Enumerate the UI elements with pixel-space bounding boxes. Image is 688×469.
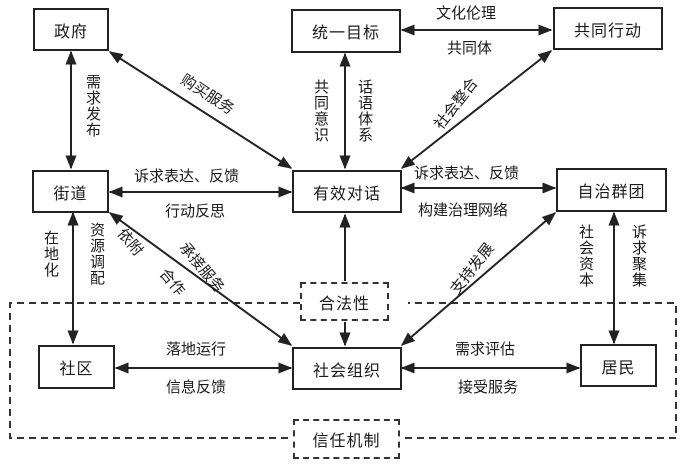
node-government: 政府: [33, 8, 109, 51]
node-community: 社区: [38, 345, 115, 389]
node-autonomous-group: 自治群团: [556, 168, 667, 212]
label-dialogue-group-top: 诉求表达、反馈: [414, 164, 520, 182]
label-goal-action-bottom: 共同体: [447, 39, 493, 57]
node-trust-mechanism: 信任机制: [293, 419, 400, 459]
node-residents: 居民: [580, 344, 657, 387]
label-group-residents-right: 诉求聚集: [630, 224, 648, 288]
label-goal-dialogue-right: 话语体系: [356, 79, 374, 143]
label-street-dialogue-top: 诉求表达、反馈: [134, 167, 240, 185]
node-joint-action: 共同行动: [553, 7, 663, 50]
edge-dialogue-action: [400, 50, 553, 169]
label-dialogue-group-bottom: 构建治理网络: [418, 201, 509, 219]
label-street-dialogue-bottom: 行动反思: [165, 202, 226, 220]
label-gov-street: 需求发布: [84, 74, 102, 138]
label-goal-dialogue-left: 共同意识: [312, 79, 330, 143]
label-community-org-top: 落地运行: [166, 340, 227, 358]
label-group-residents-left: 社会资本: [577, 224, 595, 288]
node-social-org: 社会组织: [292, 347, 402, 390]
node-unified-goal: 统一目标: [291, 9, 401, 53]
edge-dialogue-gov: [108, 51, 293, 169]
label-org-residents-top: 需求评估: [455, 340, 516, 358]
node-street: 街道: [32, 170, 109, 213]
label-street-community-left: 在地化: [42, 230, 60, 278]
label-street-community-right: 资源调配: [88, 222, 106, 286]
label-community-org-bottom: 信息反馈: [166, 378, 227, 396]
edge-org-group: [400, 212, 557, 346]
node-legitimacy: 合法性: [300, 282, 389, 321]
label-org-residents-bottom: 接受服务: [458, 378, 519, 396]
edge-street-org: [108, 212, 293, 346]
node-effective-dialogue: 有效对话: [292, 170, 402, 213]
label-goal-action-top: 文化伦理: [436, 4, 497, 22]
